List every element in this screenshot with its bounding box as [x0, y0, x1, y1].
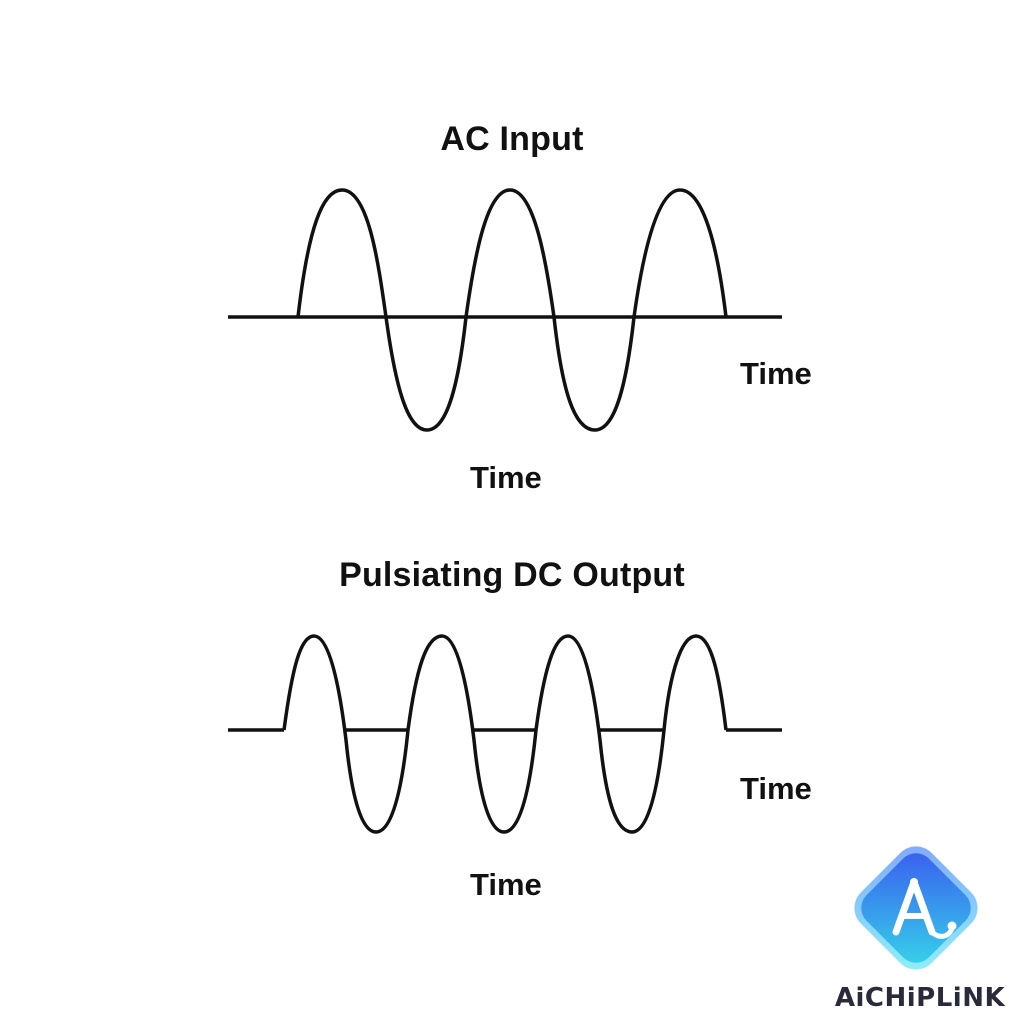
dc-output-wave	[282, 634, 728, 834]
ac-input-title: AC Input	[440, 120, 584, 158]
ac-time-label-right: Time	[740, 356, 812, 391]
logo-wordmark: AiCHiPLiNK	[834, 983, 1006, 1013]
ac-time-label-bottom: Time	[470, 460, 542, 495]
ac-sine-wave	[296, 188, 728, 432]
dc-time-label-right: Time	[740, 771, 812, 806]
chip-link-logo-icon	[854, 846, 978, 970]
dc-time-label-bottom: Time	[470, 867, 542, 902]
dc-output-title: Pulsiating DC Output	[339, 556, 685, 594]
